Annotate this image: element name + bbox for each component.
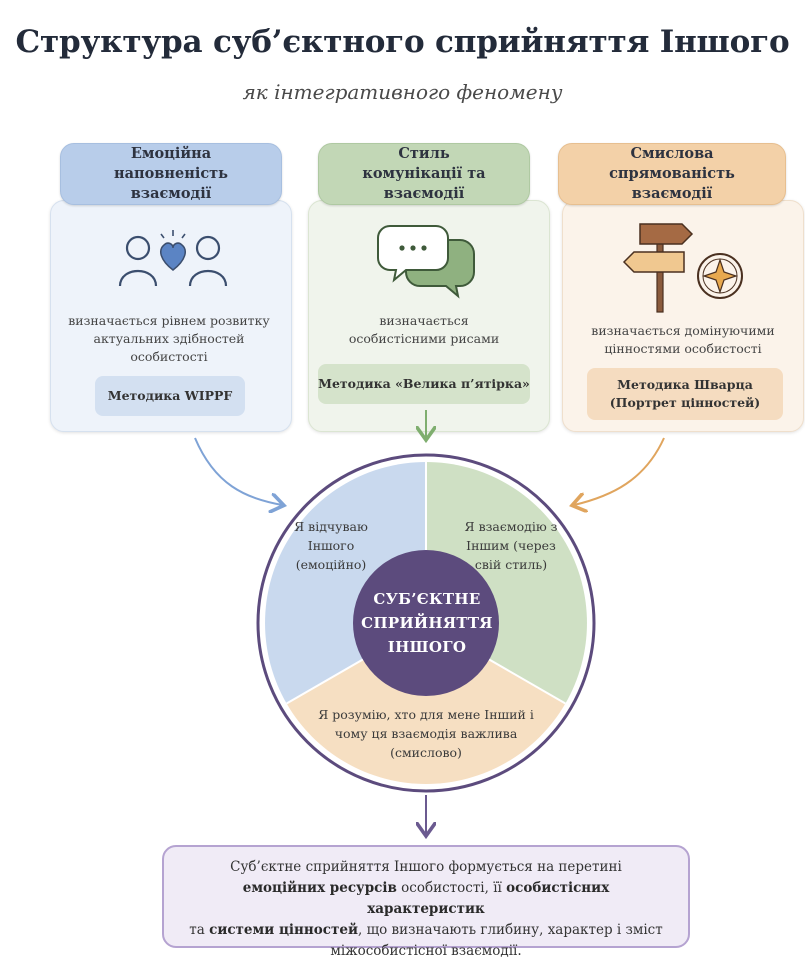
speech-bubbles-icon	[377, 225, 475, 299]
page-subtitle: як інтегративного феномену	[242, 80, 563, 104]
method-schwartz: Методика Шварца (Портрет цінностей)	[587, 368, 783, 420]
segment-meaning-shape	[286, 623, 566, 784]
card-heading-style: Стиль комунікації та взаємодії	[318, 143, 530, 205]
center-label: СУБ’ЄКТНЕ СПРИЙНЯТТЯ ІНШОГО	[361, 590, 493, 656]
method-big-five: Методика «Велика п’ятірка»	[318, 364, 530, 404]
arrow-emotional	[194, 437, 282, 505]
card-description-style: визначається особистісними рисами	[348, 313, 500, 346]
arrow-meaning	[574, 437, 665, 505]
summary-part3: та	[189, 922, 210, 938]
summary-part2: особистості, її	[396, 880, 507, 896]
central-circle	[256, 453, 596, 793]
center-node	[353, 550, 499, 696]
signpost-compass-icon	[622, 223, 743, 313]
summary-bold2: особистісних характеристик	[367, 880, 610, 917]
people-heart-icon	[118, 230, 228, 287]
card-description-emotional: визначається рівнем розвитку актуальних …	[68, 313, 270, 364]
card-description-meaning: визначається домінуючими цінностями особ…	[591, 323, 775, 356]
segment-emotional-text: Я відчуваю Іншого (емоційно)	[294, 519, 368, 572]
segment-meaning-text: Я розумію, хто для мене Інший і чому ця …	[318, 707, 534, 760]
summary-part1: Суб’єктне сприйняття Іншого формується н…	[230, 859, 622, 875]
segment-style-text: Я взаємодію з Іншим (через свій стиль)	[464, 519, 558, 572]
method-wippf: Методика WIPPF	[95, 376, 245, 416]
page-title: Структура суб’єктного сприйняття Іншого	[15, 24, 790, 60]
summary-bold3: системи цінностей	[209, 922, 358, 938]
summary-bold1: емоційних ресурсів	[242, 880, 397, 896]
card-heading-meaning: Смислова спрямованість взаємодії	[558, 143, 786, 205]
summary-part4: , що визначають глибину, характер і зміс…	[330, 922, 663, 959]
summary-box: Суб’єктне сприйняття Іншого формується н…	[162, 845, 690, 959]
card-heading-emotional: Емоційна наповненість взаємодії	[60, 143, 282, 205]
